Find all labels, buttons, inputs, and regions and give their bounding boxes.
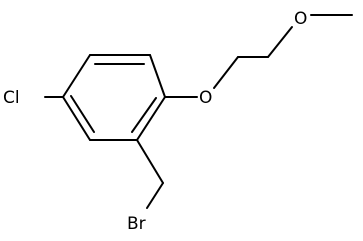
methoxy-oxygen-label: O: [294, 9, 307, 29]
double-bond-right: [131, 97, 157, 133]
bond-ring-3: [136, 96, 166, 141]
double-bond-left: [70, 95, 95, 133]
bond-ch2-br: [146, 182, 164, 209]
bond-ring-5: [62, 96, 91, 141]
bromine-label: Br: [127, 214, 146, 234]
ether-oxygen-label: O: [199, 88, 212, 108]
bond-ring-ch2br: [136, 139, 164, 184]
bond-o-ch2: [213, 56, 239, 89]
chlorine-label: Cl: [3, 88, 20, 108]
bond-ring-6: [62, 54, 91, 98]
bond-ch2-o-methoxy: [267, 26, 293, 58]
bond-ring-2: [149, 54, 166, 98]
benzene-ring: [62, 54, 166, 141]
